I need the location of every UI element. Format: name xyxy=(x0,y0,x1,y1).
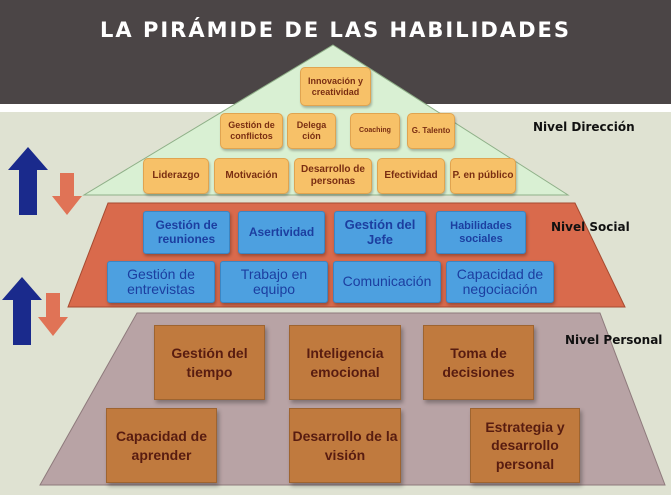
arrow-down-icon xyxy=(38,293,68,336)
level-label-social: Nivel Social xyxy=(551,220,630,234)
skill-delegacion: Delega ción xyxy=(287,113,336,149)
arrow-down-icon xyxy=(52,173,82,215)
skill-motivacion: Motivación xyxy=(214,158,289,194)
skill-capacidad-aprender: Capacidad de aprender xyxy=(106,408,217,483)
arrow-up-icon xyxy=(2,277,42,345)
skill-trabajo-equipo: Trabajo en equipo xyxy=(220,261,328,303)
skill-gestion-reuniones: Gestión de reuniones xyxy=(143,211,230,254)
skill-innovacion: Innovación y creatividad xyxy=(300,67,371,106)
skill-liderazgo: Liderazgo xyxy=(143,158,209,194)
skill-gestion-tiempo: Gestión del tiempo xyxy=(154,325,265,400)
skill-coaching: Coaching xyxy=(350,113,400,149)
skill-desarrollo-vision: Desarrollo de la visión xyxy=(289,408,401,483)
skill-toma-decisiones: Toma de decisiones xyxy=(423,325,534,400)
skill-desarrollo-personas: Desarrollo de personas xyxy=(294,158,372,194)
page-title: LA PIRÁMIDE DE LAS HABILIDADES xyxy=(100,18,571,42)
skill-inteligencia-emocional: Inteligencia emocional xyxy=(289,325,401,400)
skill-gestion-conflictos: Gestión de conflictos xyxy=(220,113,283,149)
level-label-personal: Nivel Personal xyxy=(565,333,663,347)
level-label-direccion: Nivel Dirección xyxy=(533,120,635,134)
skill-efectividad: Efectividad xyxy=(377,158,445,194)
skill-talento: G. Talento xyxy=(407,113,455,149)
skill-gestion-jefe: Gestión del Jefe xyxy=(334,211,426,254)
skill-capacidad-negociacion: Capacidad de negociación xyxy=(446,261,554,303)
arrow-up-icon xyxy=(8,147,48,215)
skill-estrategia-desarrollo: Estrategia y desarrollo personal xyxy=(470,408,580,483)
skill-gestion-entrevistas: Gestión de entrevistas xyxy=(107,261,215,303)
skill-publico: P. en público xyxy=(450,158,516,194)
skill-habilidades-sociales: Habilidades sociales xyxy=(436,211,526,254)
skill-asertividad: Asertividad xyxy=(238,211,325,254)
skill-comunicacion: Comunicación xyxy=(333,261,441,303)
